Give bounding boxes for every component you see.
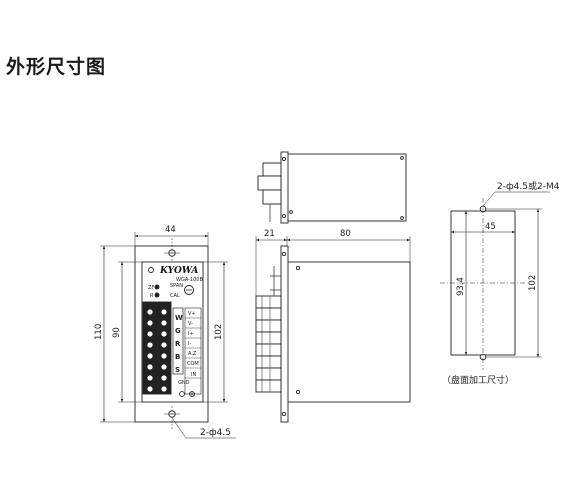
side-view-body [286, 261, 411, 403]
dim-label-93-4: 93.4 [456, 277, 466, 296]
cutout-hole-callout: 2-ф4.5或2-M4 [497, 180, 560, 192]
dim-label-102-front: 102 [214, 324, 224, 340]
side-terminal-fins [255, 295, 282, 393]
r-led [154, 292, 160, 298]
terminal-screws [147, 309, 167, 392]
dim-label-102-cutout: 102 [528, 275, 538, 291]
dim-label-80: 80 [340, 229, 351, 239]
dim-label-110: 110 [94, 324, 104, 340]
terminal-label: A.Z [188, 351, 197, 357]
terminal-block [142, 301, 172, 395]
terminal-label: I- [188, 341, 191, 347]
terminal-letter: B [175, 353, 180, 361]
dim-label-45: 45 [485, 222, 496, 232]
side-view [255, 236, 411, 423]
top-view-plate [280, 151, 289, 224]
terminal-label: IN [191, 372, 196, 378]
terminal-label: GND [178, 380, 190, 386]
terminal-right-labels: V+ V- I+ I- A.Z COM IN GND [178, 311, 199, 386]
span-label: SPAN [170, 283, 183, 289]
terminal-letter: W [175, 314, 183, 322]
terminal-label: COM [187, 361, 199, 367]
dim-label-44: 44 [165, 225, 176, 235]
terminal-letter: S [175, 366, 180, 374]
zf-label: ZF [148, 285, 154, 291]
cal-label: CAL [170, 293, 180, 299]
model-label: WGA-100B [176, 277, 203, 283]
brand-logo: KYOWA [159, 266, 198, 276]
span-potentiometer [184, 285, 194, 295]
front-hole-callout: 2-ф4.5 [200, 428, 231, 438]
page-title: 外形尺寸图 [6, 56, 107, 78]
cutout-caption: （盘面加工尺寸） [442, 374, 514, 386]
front-view [100, 232, 236, 439]
terminal-label: I+ [188, 331, 194, 337]
side-view-plate [280, 245, 289, 423]
terminal-letters: W G R B S [175, 314, 183, 374]
panel-cutout [440, 191, 550, 370]
top-view [257, 151, 407, 224]
top-view-body [286, 153, 407, 222]
zf-led [154, 284, 160, 290]
terminal-label: V- [188, 321, 193, 327]
terminal-letter: G [175, 327, 181, 335]
dim-label-90: 90 [112, 327, 122, 338]
r-label: R [150, 293, 154, 299]
dim-label-21: 21 [264, 229, 275, 239]
terminal-letter: R [175, 340, 181, 348]
terminal-label: V+ [188, 311, 196, 317]
